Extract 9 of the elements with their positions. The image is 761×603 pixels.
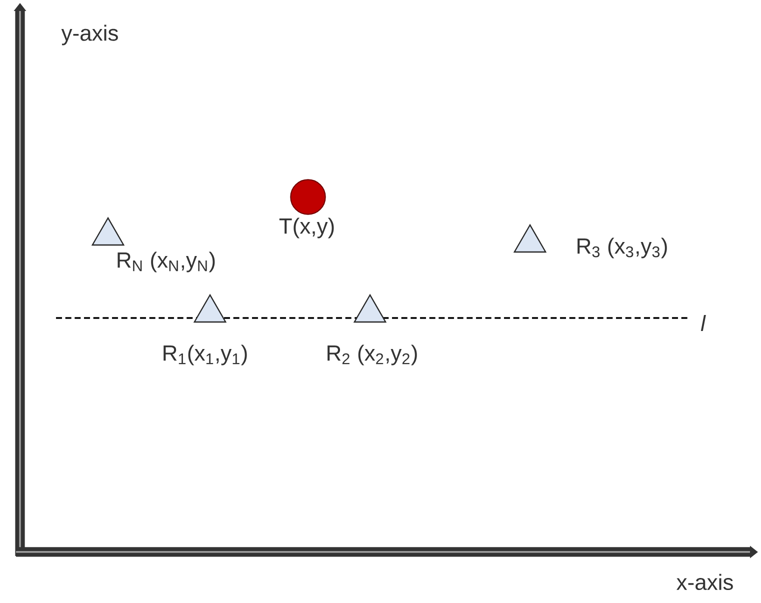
axis-label: y-axis <box>61 24 118 46</box>
axis-label: x-axis <box>676 574 733 590</box>
point-label: R$_{2}$ (x$_{2}$,y$_{2}$) <box>328 344 417 366</box>
point-label: R$_{1}$(x$_{1}$,y$_{1}$) <box>164 344 247 366</box>
target-dot <box>290 179 326 215</box>
point-label: R$_{N}$ (x$_{N}$,y$_{N}$) <box>118 252 215 272</box>
point-label: R$_{3}$ (x$_{3}$,y$_{3}$) <box>578 238 667 258</box>
point-label: T(x,y) <box>279 218 334 238</box>
line-label: l <box>700 315 706 331</box>
